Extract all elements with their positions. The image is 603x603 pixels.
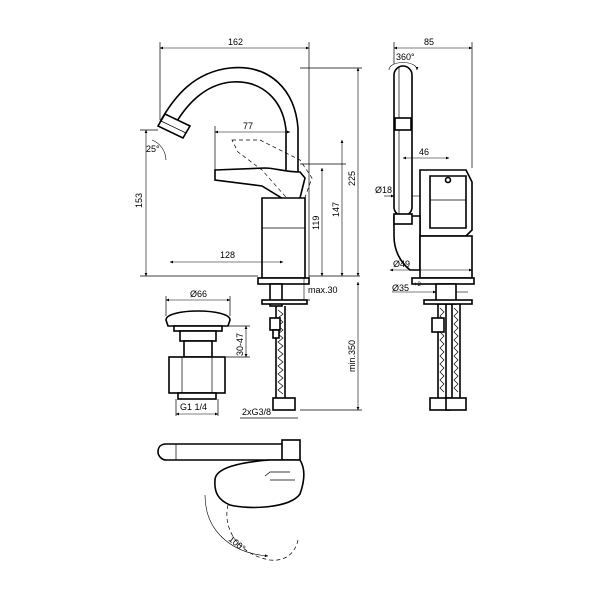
aerator	[156, 112, 192, 140]
dim-hose-diameter: Ø18	[375, 185, 392, 195]
side-aerator	[394, 117, 412, 131]
dim-spout-height: 153	[134, 193, 144, 208]
dim-hole-tolerance: +2	[414, 282, 422, 288]
lever-handle	[214, 167, 306, 201]
side-hose-nut-right	[445, 397, 467, 411]
lever-alternate-position	[231, 139, 313, 205]
dim-body-height: 119	[311, 216, 321, 230]
dim-min-length: min.350	[347, 340, 357, 372]
waste-dimensions: Ø66 30-47 G1 1/4	[165, 289, 250, 416]
dim-deck-thickness: max.30	[308, 285, 338, 295]
top-view: 100°	[157, 439, 305, 561]
dim-total-height: 225	[347, 171, 357, 186]
dim-total-width: 162	[228, 37, 243, 47]
side-base-plate	[419, 235, 473, 279]
spout-inner-outline	[171, 81, 287, 175]
dim-lever-height: 147	[331, 202, 341, 217]
waste-thread	[183, 340, 213, 358]
base-plate	[257, 277, 310, 285]
waste-valve	[165, 310, 231, 400]
hose-nut	[272, 397, 296, 411]
dim-rotation: 360°	[396, 52, 415, 62]
dim-spout-angle: 25°	[146, 144, 160, 154]
side-spout-tube	[393, 65, 413, 217]
dim-side-width: 85	[424, 37, 434, 47]
dim-hose-thread: 2xG3/8	[242, 407, 271, 417]
dim-side-offset: 46	[419, 147, 429, 157]
side-dimensions: 85 360° 46 Ø18 Ø49 Ø35 +2	[375, 37, 473, 294]
dim-lever-angle: 100°	[227, 534, 248, 554]
spout-outline	[159, 66, 299, 175]
front-view	[156, 66, 313, 411]
front-dimensions: 162 77 25° 153 128 225 147 119 max.30	[134, 37, 362, 419]
dim-waste-thread: G1 1/4	[180, 402, 207, 412]
top-spout	[157, 443, 291, 461]
lever-sweep-arc	[226, 504, 299, 561]
waste-cap	[165, 310, 231, 327]
dim-lever-reach: 77	[243, 121, 253, 131]
dim-body-diameter: Ø49	[393, 259, 410, 269]
faucet-body	[261, 197, 306, 279]
side-view	[393, 65, 475, 411]
top-lever	[214, 459, 305, 509]
side-indicator	[444, 176, 452, 184]
dim-base-reach: 128	[220, 250, 235, 260]
dim-waste-diameter: Ø66	[190, 289, 207, 299]
dim-hole-diameter: Ø35	[392, 283, 409, 293]
dim-waste-height: 30-47	[235, 333, 245, 356]
waste-nut	[168, 356, 226, 394]
